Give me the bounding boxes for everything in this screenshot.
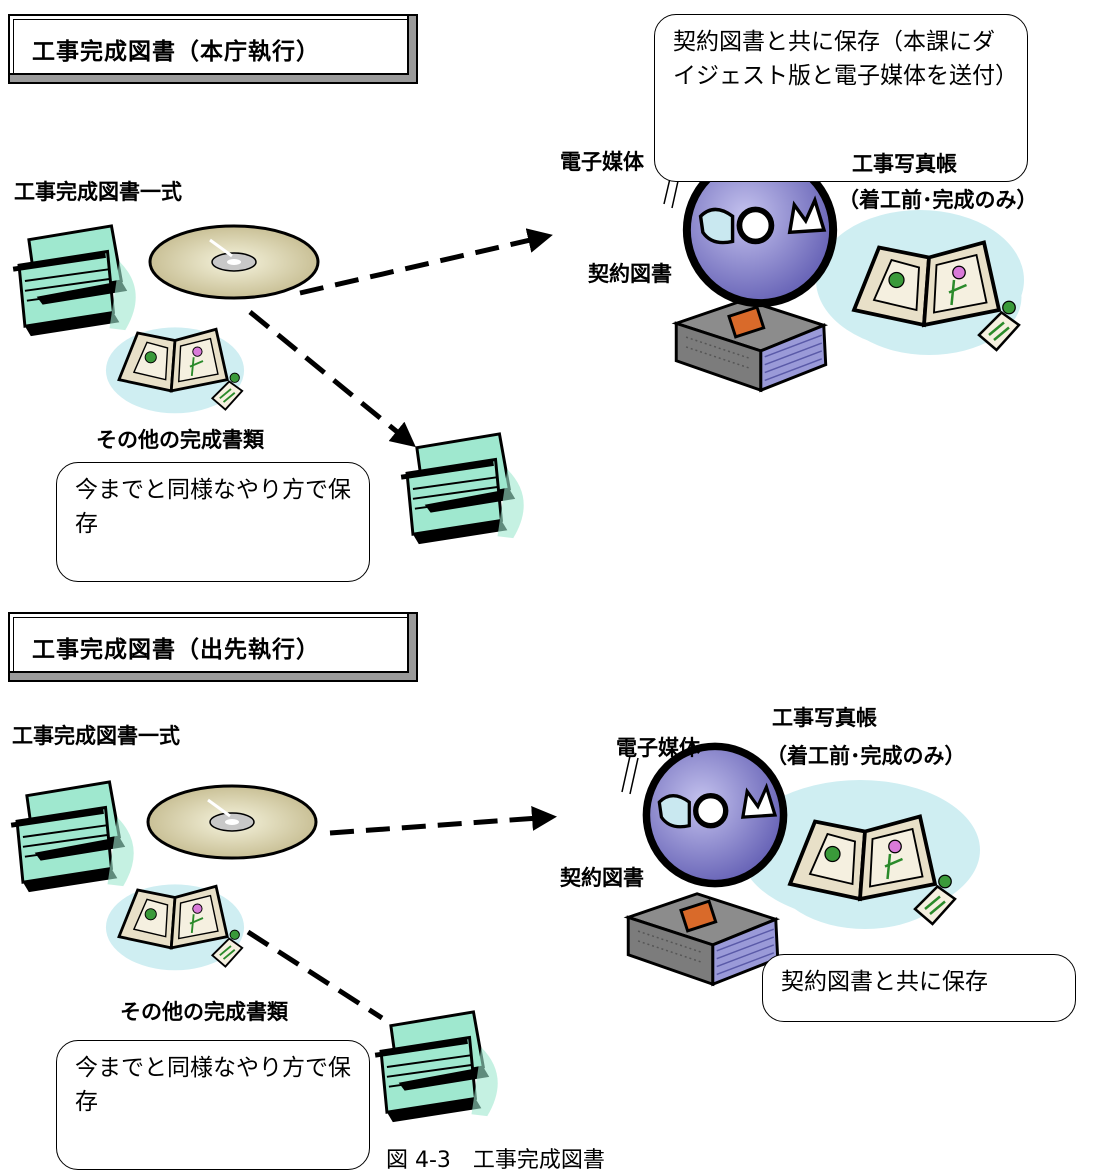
contract-label: 契約図書: [560, 866, 644, 890]
other-docs-note-bubble: 今までと同様なやり方で保存: [56, 462, 370, 582]
dashed-line: [246, 929, 384, 1021]
photo-label-line1: 工事写真帳: [772, 706, 877, 730]
section2-title-frame: 工事完成図書（出先執行）: [8, 612, 418, 682]
other-docs-note-text: 今までと同様なやり方で保存: [75, 1055, 351, 1115]
cd-icon: [148, 224, 320, 300]
section2-title: 工事完成図書（出先執行）: [32, 637, 320, 663]
cd-icon: [146, 784, 318, 860]
storage-note-text: 契約図書と共に保存（本課にダイジェスト版と電子媒体を送付）: [673, 29, 1018, 89]
other-docs-label: その他の完成書類: [120, 1000, 288, 1024]
section2-graphics: [11, 746, 980, 1122]
binder-stack-icon: [11, 782, 134, 892]
photo-label-line2: （着工前･完成のみ）: [838, 188, 1038, 212]
photo-album-icon: [104, 325, 246, 415]
label-pointer: [621, 755, 639, 795]
storage-note-bubble: 契約図書と共に保存（本課にダイジェスト版と電子媒体を送付）: [654, 14, 1028, 182]
storage-note-bubble: 契約図書と共に保存: [762, 954, 1076, 1022]
electronic-media-disc-icon: [646, 746, 783, 883]
left-set-label: 工事完成図書一式: [14, 180, 182, 204]
photo-label-line2: （着工前･完成のみ）: [766, 744, 966, 768]
section1-title: 工事完成図書（本庁執行）: [32, 39, 320, 65]
photo-album-icon: [104, 882, 246, 972]
dashed-arrow-icon: [248, 310, 416, 448]
binder-stack-icon: [375, 1012, 498, 1122]
other-docs-note-text: 今までと同様なやり方で保存: [75, 477, 351, 537]
storage-note-text: 契約図書と共に保存: [781, 969, 988, 995]
section1-title-frame: 工事完成図書（本庁執行）: [8, 14, 418, 84]
contract-label: 契約図書: [588, 262, 672, 286]
contract-book-icon: [626, 892, 780, 986]
left-set-label: 工事完成図書一式: [12, 724, 180, 748]
media-label: 電子媒体: [560, 150, 644, 174]
photo-label-line1: 工事写真帳: [852, 152, 957, 176]
other-docs-label: その他の完成書類: [96, 428, 264, 452]
photo-album-icon: [770, 812, 960, 931]
photo-album-icon: [834, 238, 1024, 357]
figure-caption: 図 4-3 工事完成図書: [386, 1148, 605, 1173]
contract-book-icon: [674, 298, 828, 392]
media-label: 電子媒体: [616, 736, 700, 760]
binder-stack-icon: [13, 226, 136, 336]
section1-graphics: [13, 157, 1024, 544]
other-docs-note-bubble: 今までと同様なやり方で保存: [56, 1040, 370, 1170]
dashed-arrow-icon: [299, 228, 553, 296]
dashed-arrow-icon: [329, 805, 557, 836]
binder-stack-icon: [401, 434, 524, 544]
